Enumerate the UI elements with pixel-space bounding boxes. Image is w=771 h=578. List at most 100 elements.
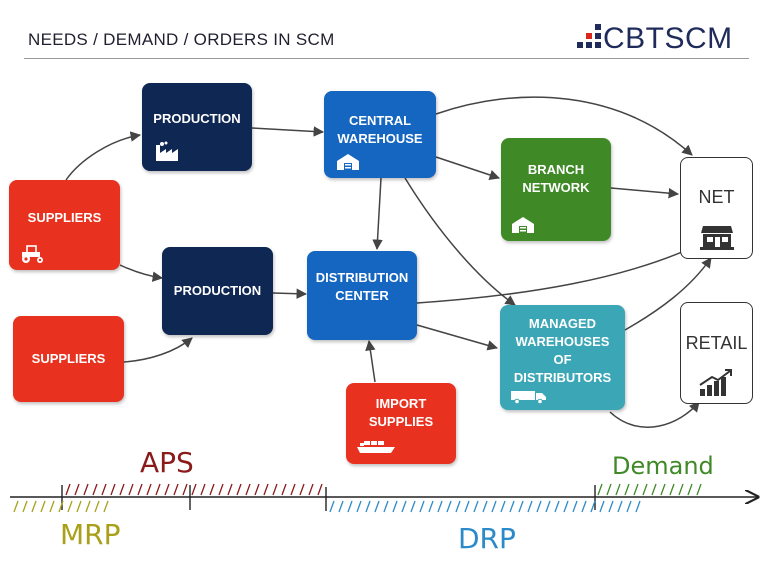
- timeline-hatch-mark: [137, 483, 143, 496]
- production-node: PRODUCTION: [142, 83, 252, 171]
- timeline-hatch-mark: [446, 500, 452, 513]
- page-title: NEEDS / DEMAND / ORDERS IN SCM: [28, 30, 335, 49]
- demand-label: Demand: [612, 452, 714, 480]
- timeline-hatch-mark: [615, 483, 621, 496]
- distribution-center-label: DISTRIBUTION CENTER: [315, 269, 409, 303]
- logo-text-cbt: CBT: [603, 22, 665, 55]
- truck-icon: [511, 391, 546, 404]
- timeline-hatch-mark: [155, 483, 161, 496]
- timeline-hatch-mark: [110, 483, 116, 496]
- brand-logo: CBTSCM: [577, 22, 752, 58]
- timeline-hatch-mark: [581, 500, 587, 513]
- timeline-hatch-mark: [227, 483, 233, 496]
- ship-icon: [357, 441, 395, 453]
- timeline-hatch-mark: [31, 500, 37, 513]
- suppliers-node: SUPPLIERS: [9, 180, 120, 270]
- production-label: PRODUCTION: [173, 283, 262, 298]
- timeline-hatch-mark: [209, 483, 215, 496]
- timeline-hatch-mark: [236, 483, 242, 496]
- timeline-hatch-mark: [509, 500, 515, 513]
- timeline-hatch-mark: [419, 500, 425, 513]
- timeline-hatch-mark: [182, 483, 188, 496]
- timeline-hatch-mark: [281, 483, 287, 496]
- import-supplies-node: IMPORT SUPPLIES: [346, 383, 456, 464]
- timeline-hatch-mark: [254, 483, 260, 496]
- retail-label: RETAIL: [685, 333, 748, 353]
- timeline-hatch-mark: [308, 483, 314, 496]
- branch-network-label: BRANCH NETWORK: [522, 161, 590, 195]
- timeline-hatch-mark: [65, 483, 71, 496]
- timeline-hatch-mark: [76, 500, 82, 513]
- timeline-hatch-mark: [272, 483, 278, 496]
- timeline-hatch-mark: [119, 483, 125, 496]
- timeline-hatch-mark: [347, 500, 353, 513]
- timeline-hatch-mark: [651, 483, 657, 496]
- timeline-hatch-mark: [299, 483, 305, 496]
- timeline-hatch-mark: [74, 483, 80, 496]
- timeline-hatch-mark: [40, 500, 46, 513]
- timeline-hatch-mark: [67, 500, 73, 513]
- timeline-hatch-mark: [94, 500, 100, 513]
- timeline-hatch-mark: [626, 500, 632, 513]
- timeline-hatch-mark: [374, 500, 380, 513]
- timeline-hatch-mark: [200, 483, 206, 496]
- timeline-hatch-mark: [678, 483, 684, 496]
- timeline-hatch-mark: [599, 500, 605, 513]
- timeline-hatch-mark: [164, 483, 170, 496]
- timeline-hatch-mark: [500, 500, 506, 513]
- aps-label: APS: [140, 446, 194, 479]
- timeline-hatch-mark: [191, 483, 197, 496]
- suppliers-label: SUPPLIERS: [31, 351, 106, 366]
- factory-icon: [156, 141, 178, 161]
- timeline-hatch-mark: [518, 500, 524, 513]
- timeline-hatch-mark: [365, 500, 371, 513]
- net-node: NET: [680, 157, 753, 259]
- timeline-hatch-mark: [687, 483, 693, 496]
- production-label: PRODUCTION: [153, 111, 241, 126]
- timeline-hatch-mark: [563, 500, 569, 513]
- store-icon: [700, 226, 734, 250]
- timeline-hatch-mark: [146, 483, 152, 496]
- net-label: NET: [698, 187, 735, 207]
- timeline-hatch-mark: [491, 500, 497, 513]
- timeline-hatch-mark: [669, 483, 675, 496]
- production-node: PRODUCTION: [162, 247, 273, 335]
- timeline-hatch-mark: [329, 500, 335, 513]
- timeline-hatch-mark: [606, 483, 612, 496]
- timeline-hatch-mark: [128, 483, 134, 496]
- timeline-hatch-mark: [85, 500, 91, 513]
- timeline-hatch-mark: [635, 500, 641, 513]
- timeline-hatch-mark: [22, 500, 28, 513]
- timeline-hatch-mark: [428, 500, 434, 513]
- branch-network-node: BRANCH NETWORK: [501, 138, 611, 241]
- timeline-hatch-mark: [290, 483, 296, 496]
- timeline-hatch-mark: [624, 483, 630, 496]
- managed-warehouses-label: MANAGED WAREHOUSES OF DISTRIBUTORS: [513, 315, 612, 385]
- retail-node: RETAIL: [680, 302, 753, 404]
- timeline-hatch-mark: [58, 500, 64, 513]
- timeline-hatch-mark: [173, 483, 179, 496]
- timeline-hatch-mark: [545, 500, 551, 513]
- timeline-hatch-mark: [92, 483, 98, 496]
- logo-squares-icon: [577, 24, 601, 52]
- timeline-hatch-mark: [464, 500, 470, 513]
- timeline-hatch-mark: [536, 500, 542, 513]
- timeline-hatch-mark: [527, 500, 533, 513]
- mrp-label: MRP: [60, 518, 121, 551]
- timeline-hatch-mark: [617, 500, 623, 513]
- managed-warehouses-node: MANAGED WAREHOUSES OF DISTRIBUTORS: [500, 305, 625, 410]
- timeline-hatch-mark: [49, 500, 55, 513]
- timeline-hatch-mark: [554, 500, 560, 513]
- timeline-hatch-mark: [455, 500, 461, 513]
- title-divider: [24, 58, 749, 59]
- timeline-hatch-mark: [383, 500, 389, 513]
- timeline-hatch-mark: [633, 483, 639, 496]
- timeline-hatch-mark: [338, 500, 344, 513]
- growth-chart-icon: [699, 369, 732, 396]
- suppliers-node: SUPPLIERS: [13, 316, 124, 402]
- timeline-hatch-mark: [13, 500, 19, 513]
- timeline-hatch-mark: [437, 500, 443, 513]
- logo-text-scm: SCM: [664, 22, 733, 55]
- warehouse-icon: [512, 217, 534, 233]
- timeline-hatch-mark: [245, 483, 251, 496]
